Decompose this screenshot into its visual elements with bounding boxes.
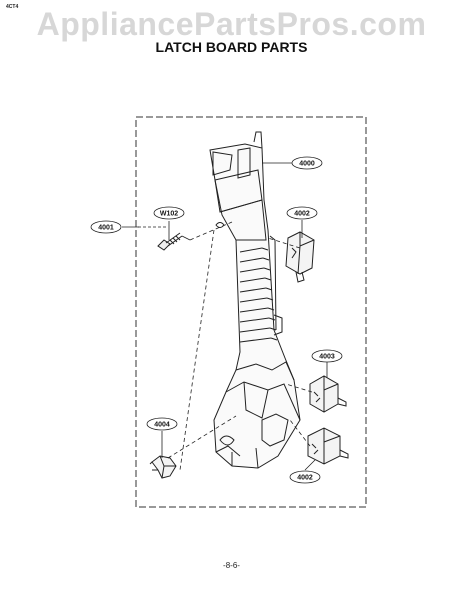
assembly-border xyxy=(135,116,367,508)
callout-label: W102 xyxy=(160,211,178,218)
callout-label: 4003 xyxy=(319,354,335,361)
callout-label: 4002 xyxy=(294,211,310,218)
watermark: AppliancePartsPros.com xyxy=(36,6,427,42)
callout-4001: 4001 xyxy=(90,220,122,234)
callout-label: 4002 xyxy=(297,475,313,482)
callout-label: 4004 xyxy=(154,422,170,429)
switch-4002-top xyxy=(285,231,315,283)
leader-lines xyxy=(122,162,328,471)
lever-4004 xyxy=(149,455,177,479)
corner-code: 4CT4 xyxy=(6,4,19,10)
callout-4003: 4003 xyxy=(311,349,343,363)
page-number: -8-6- xyxy=(223,561,240,570)
callout-4000: 4000 xyxy=(291,156,323,170)
switch-4003 xyxy=(309,375,347,413)
callout-4002-top: 4002 xyxy=(286,206,318,220)
screw-w102 xyxy=(157,232,183,251)
switch-4002-bottom xyxy=(307,427,349,465)
callout-4004: 4004 xyxy=(146,417,178,431)
callout-label: 4000 xyxy=(299,161,315,168)
page-title: LATCH BOARD PARTS xyxy=(155,39,308,55)
callout-4002-bottom: 4002 xyxy=(289,470,321,484)
callout-label: 4001 xyxy=(98,225,114,232)
latch-board xyxy=(209,131,301,469)
callout-w102: W102 xyxy=(153,206,185,220)
